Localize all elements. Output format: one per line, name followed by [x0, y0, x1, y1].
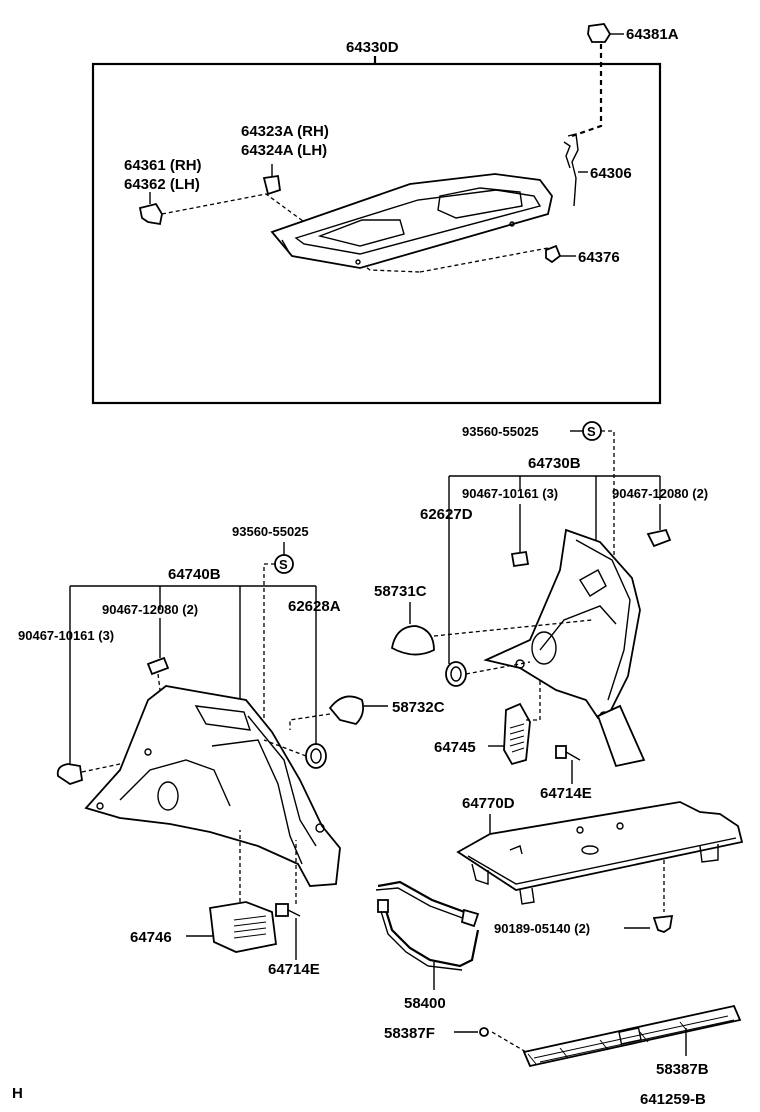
right-trim-panel	[483, 528, 646, 768]
vent-right-part	[503, 702, 531, 766]
label-clip-right-1: 90467-10161 (3)	[462, 486, 558, 501]
bolt-left-part	[275, 903, 301, 960]
cap-right-dash	[433, 619, 593, 637]
label-58731C: 58731C	[374, 583, 427, 600]
scuff-plate-dash	[491, 1031, 527, 1053]
label-64740B: 64740B	[168, 566, 221, 583]
label-screw-left: 93560-55025	[232, 524, 309, 539]
vent-left-part	[209, 901, 277, 953]
clip-64376-part	[545, 244, 576, 264]
fastener-part	[652, 914, 674, 933]
label-62627D: 62627D	[420, 506, 473, 523]
bolt-right-part	[555, 745, 581, 784]
label-64714E-left: 64714E	[268, 961, 320, 978]
label-clip-left-1: 90467-10161 (3)	[18, 628, 114, 643]
label-64330D: 64330D	[346, 39, 399, 56]
clip-58387F-part	[479, 1027, 489, 1037]
hook-top-part	[587, 23, 624, 43]
strap-58400-part	[375, 880, 480, 971]
label-64323A: 64323A (RH)	[241, 123, 329, 140]
label-64730B: 64730B	[528, 455, 581, 472]
hinge-part	[262, 164, 281, 196]
label-64745: 64745	[434, 739, 476, 756]
shelf-group-frame	[91, 62, 662, 405]
screw-right-dash	[601, 430, 615, 560]
label-64324A: 64324A (LH)	[241, 142, 327, 159]
vent-right-dash	[526, 680, 541, 721]
clip-right-1-part	[510, 504, 530, 568]
grommet-right-part	[445, 661, 467, 687]
grommet-left-part	[305, 743, 327, 769]
label-62628A: 62628A	[288, 598, 341, 615]
diagram-code: 641259-B	[640, 1091, 706, 1108]
floor-board-part	[456, 801, 744, 905]
clip-left-2-part	[146, 618, 170, 676]
shelf-board	[270, 173, 553, 269]
label-64770D: 64770D	[462, 795, 515, 812]
cap-right-part	[390, 625, 435, 656]
label-clip-left-2: 90467-12080 (2)	[102, 602, 198, 617]
label-screw-right: 93560-55025	[462, 424, 539, 439]
bracket-part	[138, 192, 163, 226]
label-64361: 64361 (RH)	[124, 157, 202, 174]
bracket-64740B	[69, 585, 317, 760]
cap-left-part	[328, 695, 365, 725]
label-58387F: 58387F	[384, 1025, 435, 1042]
corner-code: H	[12, 1085, 23, 1102]
left-trim-panel	[84, 685, 341, 887]
label-64714E-right: 64714E	[540, 785, 592, 802]
clip-right-2-part	[646, 504, 672, 548]
grommet-left-dash	[263, 739, 307, 757]
hook-dash	[571, 44, 603, 138]
label-64381A: 64381A	[626, 26, 679, 43]
grommet-right-dash	[465, 661, 531, 675]
label-fastener: 90189-05140 (2)	[494, 921, 590, 936]
screw-left-s: S	[279, 557, 288, 572]
shelf-clip-dash	[419, 247, 549, 273]
label-64306: 64306	[590, 165, 632, 182]
clip-left-1-part	[56, 760, 83, 785]
screw-right-s: S	[587, 424, 596, 439]
label-58387B: 58387B	[656, 1061, 709, 1078]
scuff-plate-part	[522, 1004, 742, 1068]
label-58732C: 58732C	[392, 699, 445, 716]
clip-left-1-dash	[81, 763, 121, 773]
label-64362: 64362 (LH)	[124, 176, 200, 193]
cap-left-dash	[289, 713, 331, 730]
label-64746: 64746	[130, 929, 172, 946]
screw-left-dash	[263, 563, 275, 720]
label-58400: 58400	[404, 995, 446, 1012]
bracket-64730B	[448, 475, 661, 664]
label-clip-right-2: 90467-12080 (2)	[612, 486, 708, 501]
label-64376: 64376	[578, 249, 620, 266]
clip-left-2-dash	[157, 673, 161, 691]
strap-part	[563, 133, 588, 207]
